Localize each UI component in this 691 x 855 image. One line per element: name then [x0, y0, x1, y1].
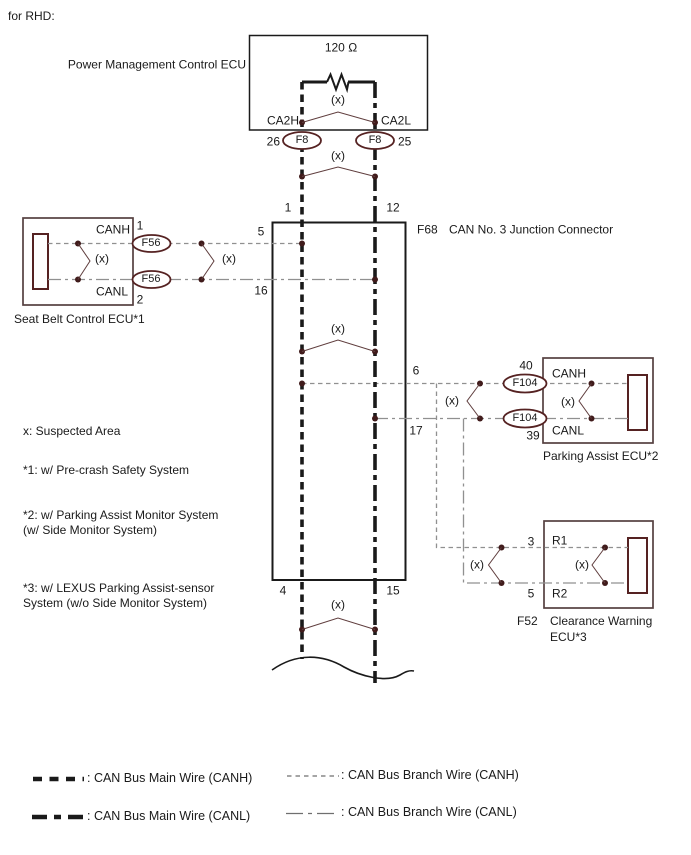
note-suspected-area: x: Suspected Area [23, 424, 121, 438]
suspect-mark: (x) [222, 251, 236, 266]
clearance-ecu-code: F52 [517, 614, 538, 628]
junction-pin-4: 4 [279, 583, 287, 598]
terminating-resistor [302, 71, 375, 94]
suspect-mark: (x) [331, 597, 345, 612]
connector-f56-bottom-label: F56 [141, 272, 161, 285]
junction-pin-12: 12 [386, 200, 400, 215]
parking-canl-label: CANL [552, 423, 585, 438]
parking-canh-label: CANH [552, 366, 587, 381]
junction-pin-15: 15 [386, 583, 400, 598]
parking-pin-40: 40 [519, 358, 533, 373]
pin-number-25: 25 [398, 134, 412, 149]
note-footnote-3-line2: System (w/o Side Monitor System) [23, 596, 208, 610]
parking-assist-pin-block [627, 374, 648, 431]
connector-f104-top-label: F104 [512, 376, 538, 389]
junction-pin-5: 5 [257, 224, 265, 239]
note-footnote-2-line2: (w/ Side Monitor System) [23, 523, 158, 537]
parking-ecu-label: Parking Assist ECU*2 [543, 449, 659, 463]
branch-canh-clearance-wire [435, 383, 628, 549]
connector-f8-right [355, 131, 395, 150]
suspect-mark: (x) [331, 92, 345, 107]
legend-branch-canh-label: : CAN Bus Branch Wire (CANH) [341, 768, 519, 783]
clearance-r2-label: R2 [552, 586, 568, 601]
junction-pin-6: 6 [412, 363, 420, 378]
connector-f104-canh [502, 373, 548, 394]
legend-line-samples [32, 775, 339, 820]
suspect-mark: (x) [331, 148, 345, 163]
clearance-pin-3: 3 [527, 534, 535, 549]
legend-main-canh-label: : CAN Bus Main Wire (CANH) [87, 771, 253, 786]
suspect-area-pointers [77, 111, 606, 630]
seat-belt-pin-block [32, 233, 49, 290]
connector-ovals [131, 131, 548, 429]
seatbelt-pin-1: 1 [136, 218, 144, 233]
legend-branch-canl-label: : CAN Bus Branch Wire (CANL) [341, 805, 517, 820]
connector-f104-canl [502, 408, 548, 429]
suspect-mark: (x) [445, 393, 459, 408]
junction-pin-1: 1 [284, 200, 292, 215]
clearance-warning-pin-block [627, 537, 648, 594]
can-branch-wires [48, 242, 628, 584]
parking-pin-39: 39 [526, 428, 540, 443]
suspect-mark: (x) [561, 394, 575, 409]
clearance-r1-label: R1 [552, 533, 568, 548]
suspect-mark: (x) [95, 251, 109, 266]
variant-label: for RHD: [8, 9, 55, 23]
note-footnote-2-line1: *2: w/ Parking Assist Monitor System [23, 508, 219, 522]
pin-label-ca2l: CA2L [381, 113, 412, 128]
parking-assist-ecu-box [542, 357, 654, 444]
connector-f8-right-label: F8 [368, 133, 382, 146]
connector-f8-left [282, 131, 322, 150]
junction-name: CAN No. 3 Junction Connector [449, 222, 614, 237]
suspect-mark: (x) [575, 557, 589, 572]
connector-f56-canh [131, 234, 172, 253]
suspect-mark: (x) [470, 557, 484, 572]
pin-label-ca2h: CA2H [266, 113, 299, 128]
seatbelt-pin-2: 2 [136, 292, 144, 307]
legend-main-canl-label: : CAN Bus Main Wire (CANL) [87, 809, 251, 824]
clearance-pin-5: 5 [527, 586, 535, 601]
connector-f104-bottom-label: F104 [512, 411, 538, 424]
seat-belt-ecu-box [22, 217, 134, 306]
power-management-ecu-box [248, 34, 429, 131]
note-footnote-1: *1: w/ Pre-crash Safety System [23, 463, 190, 477]
suspect-mark: (x) [331, 321, 345, 336]
clearance-ecu-label-line1: Clearance Warning [550, 614, 653, 628]
connector-f8-left-label: F8 [295, 133, 309, 146]
branch-canl-clearance-wire [462, 418, 628, 584]
can-main-wires [300, 82, 377, 683]
junction-code: F68 [417, 222, 438, 237]
seatbelt-ecu-label: Seat Belt Control ECU*1 [14, 312, 145, 326]
connector-f56-canl [131, 270, 172, 289]
clearance-ecu-label-line2: ECU*3 [550, 630, 587, 644]
seatbelt-canl-label: CANL [95, 284, 128, 299]
clearance-warning-ecu-box [543, 520, 654, 609]
wire-break-wave [271, 656, 415, 680]
connector-f56-top-label: F56 [141, 236, 161, 249]
resistor-value-label: 120 Ω [324, 40, 358, 55]
pin-number-26: 26 [266, 134, 280, 149]
seatbelt-canh-label: CANH [95, 222, 130, 237]
junction-connector-box [271, 221, 407, 581]
junction-pin-16: 16 [254, 283, 268, 298]
power-ecu-label: Power Management Control ECU [67, 57, 246, 72]
junction-pin-17: 17 [409, 423, 423, 438]
note-footnote-3-line1: *3: w/ LEXUS Parking Assist-sensor [23, 581, 215, 595]
